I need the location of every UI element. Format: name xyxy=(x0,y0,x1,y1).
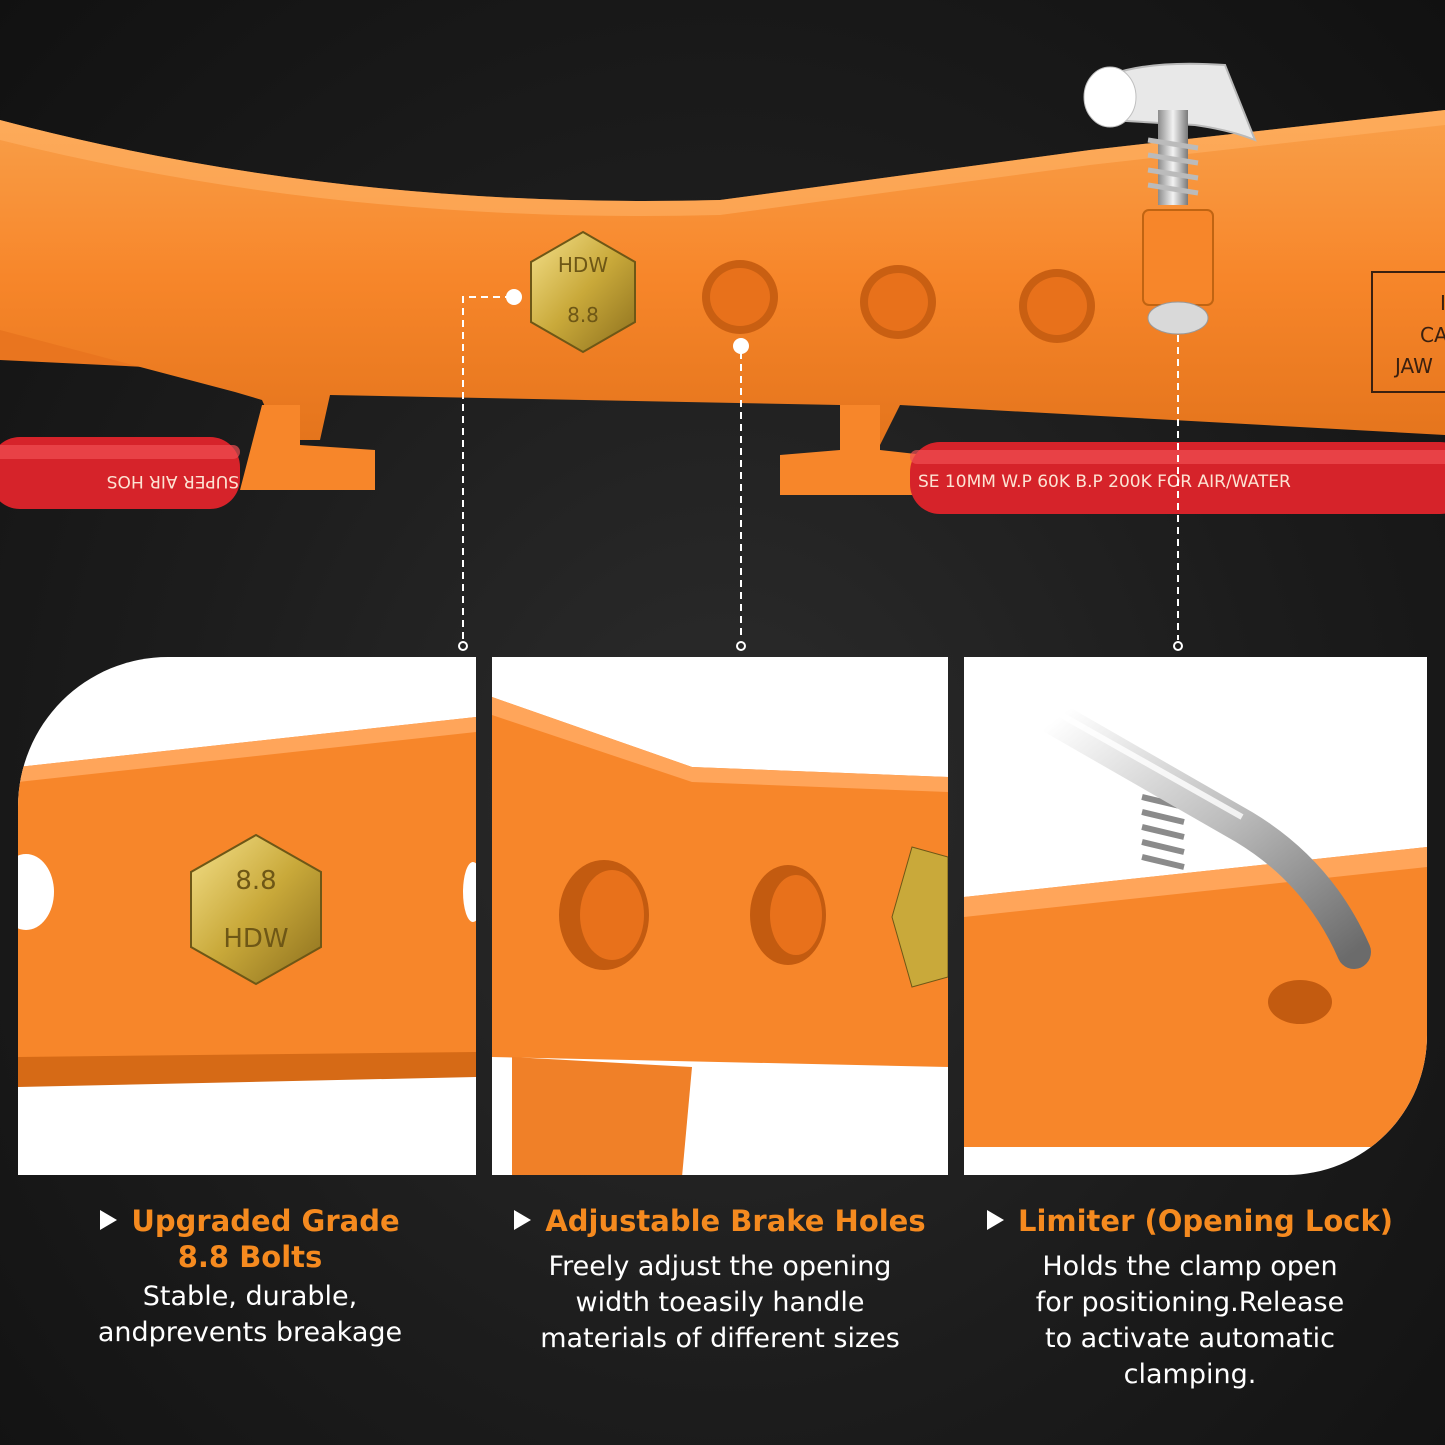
play-triangle-icon xyxy=(986,1210,1004,1230)
svg-text:JAW: JAW xyxy=(1393,354,1433,378)
feature-title: Adjustable Brake Holes xyxy=(492,1203,948,1239)
feature-description: Stable, durable, andprevents breakage xyxy=(97,1281,403,1348)
hose-print-left: SUPER AIR HOS xyxy=(107,471,239,491)
svg-text:CA: CA xyxy=(1420,323,1445,347)
feature-caption-holes: Adjustable Brake Holes Freely adjust the… xyxy=(492,1203,948,1357)
feature-title: Upgraded Grade 8.8 Bolts xyxy=(30,1203,470,1275)
callout-bolt xyxy=(462,296,512,640)
jaw-foot-left xyxy=(240,405,375,490)
spring-pin-icon xyxy=(1083,62,1257,335)
feature-title: Limiter (Opening Lock) xyxy=(970,1203,1410,1239)
svg-text:8.8: 8.8 xyxy=(567,303,599,327)
hex-bolt-icon: HDW 8.8 xyxy=(530,230,636,354)
feature-description: Freely adjust the opening width toeasily… xyxy=(540,1251,900,1354)
hero-product-photo: SUPER AIR HOS SE 10MM W.P 60K B.P 200K F… xyxy=(0,62,1445,651)
svg-text:I: I xyxy=(1440,291,1445,315)
hex-bolt-icon: 8.8 HDW xyxy=(190,833,322,986)
detail-panel-holes xyxy=(492,657,948,1175)
play-triangle-icon xyxy=(100,1210,118,1230)
detail-panel-bolt: 8.8 HDW xyxy=(18,657,476,1175)
jaw-foot-right xyxy=(780,405,925,495)
label-box: I CA JAW xyxy=(1371,271,1445,393)
feature-caption-bolts: Upgraded Grade 8.8 Bolts Stable, durable… xyxy=(30,1203,470,1351)
play-triangle-icon xyxy=(514,1210,532,1230)
feature-caption-limiter: Limiter (Opening Lock) Holds the clamp o… xyxy=(970,1203,1410,1393)
spring-pin-icon xyxy=(1039,702,1371,969)
hose-print-right: SE 10MM W.P 60K B.P 200K FOR AIR/WATER xyxy=(918,472,1291,492)
svg-text:HDW: HDW xyxy=(558,253,608,277)
feature-description: Holds the clamp open for positioning.Rel… xyxy=(1035,1251,1345,1390)
detail-panel-limiter xyxy=(964,657,1427,1175)
svg-text:HDW: HDW xyxy=(223,924,288,954)
svg-text:8.8: 8.8 xyxy=(235,866,276,896)
